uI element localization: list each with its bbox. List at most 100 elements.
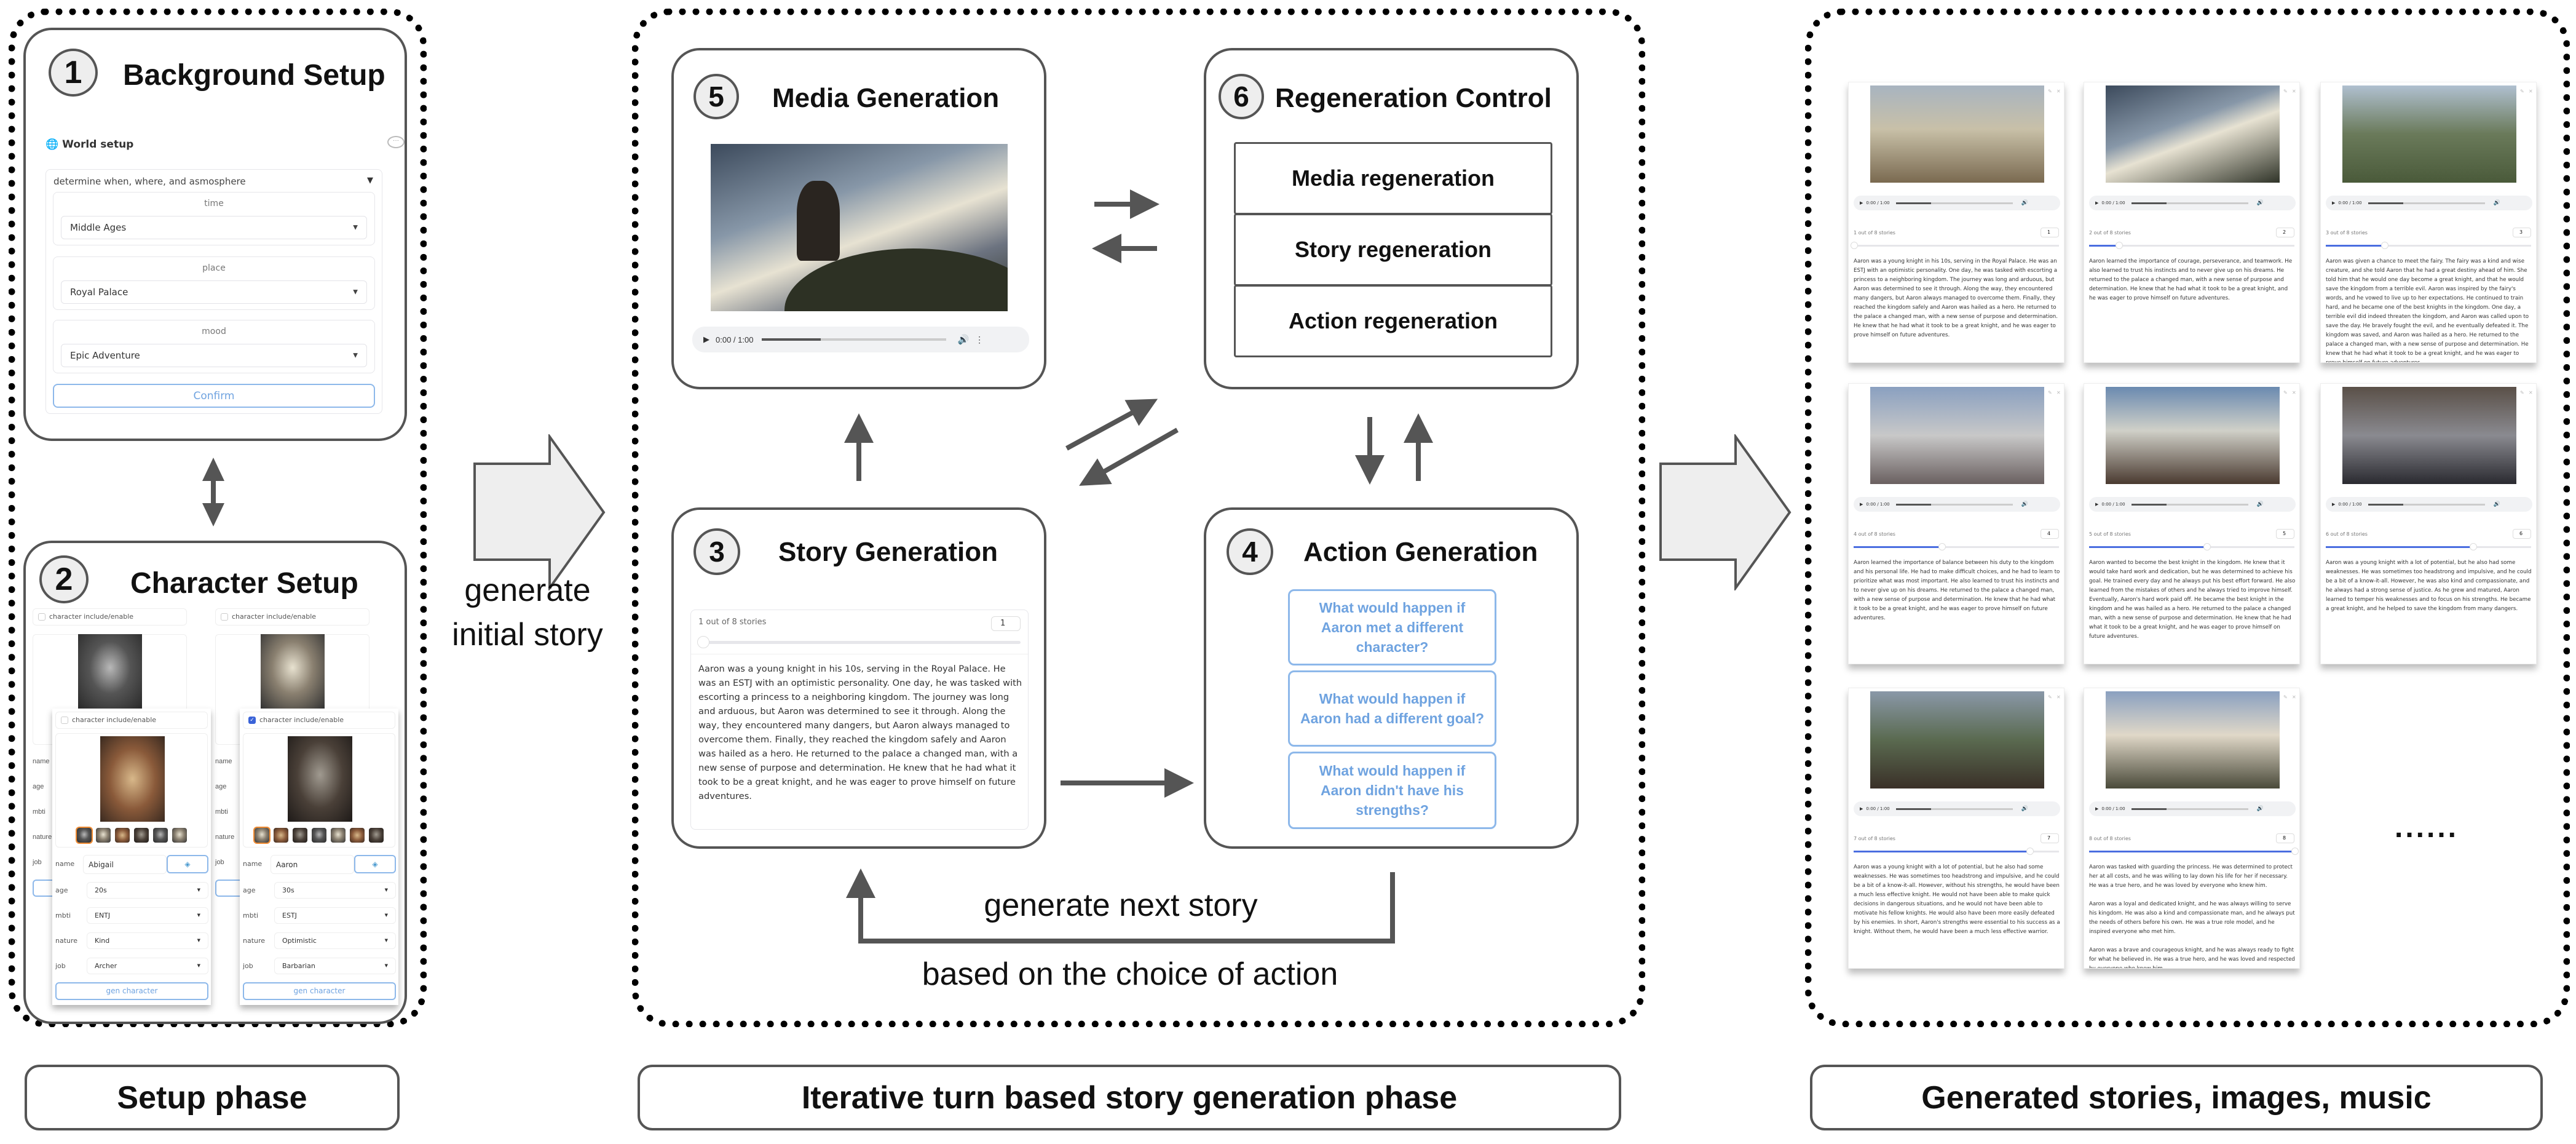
- audio-progress-bar[interactable]: [2131, 202, 2248, 204]
- more-options-icon[interactable]: ⋮: [975, 334, 984, 344]
- story-index-input[interactable]: 7: [2041, 833, 2059, 843]
- checkbox[interactable]: [61, 717, 68, 724]
- audio-progress-bar[interactable]: [1895, 202, 2013, 204]
- close-icon[interactable]: ✕: [2292, 390, 2296, 395]
- character-thumbnail[interactable]: [152, 828, 168, 843]
- gen-character-button[interactable]: gen character: [55, 982, 208, 1000]
- play-icon[interactable]: ▶: [2332, 201, 2336, 205]
- age-select[interactable]: 30s▼: [274, 882, 396, 899]
- character-thumbnail[interactable]: [369, 828, 384, 843]
- audio-player[interactable]: ▶0:00 / 1:00🔊: [1854, 497, 2060, 512]
- close-icon[interactable]: ✕: [2056, 694, 2061, 700]
- play-icon[interactable]: ▶: [2095, 502, 2099, 507]
- action-option-3[interactable]: What would happen if Aaron didn't have h…: [1288, 752, 1496, 829]
- story-index-input[interactable]: 1: [991, 616, 1021, 631]
- name-input[interactable]: Aaron: [271, 855, 354, 874]
- character-thumbnail[interactable]: [172, 828, 187, 843]
- volume-icon[interactable]: 🔊: [957, 335, 970, 345]
- story-index-input[interactable]: 6: [2513, 529, 2531, 539]
- character-thumbnail[interactable]: [274, 828, 288, 843]
- volume-icon[interactable]: 🔊: [2493, 501, 2500, 507]
- edit-icon[interactable]: ✎: [2283, 390, 2288, 395]
- mbti-select[interactable]: ENTJ▼: [87, 907, 208, 924]
- action-option-2[interactable]: What would happen if Aaron had a differe…: [1288, 670, 1496, 747]
- close-icon[interactable]: ✕: [2056, 89, 2061, 94]
- audio-progress-bar[interactable]: [2131, 808, 2248, 810]
- edit-icon[interactable]: ✎: [2048, 89, 2052, 94]
- checkbox[interactable]: [38, 613, 45, 621]
- character-enable-row[interactable]: character include/enable: [215, 608, 369, 626]
- slider-thumb[interactable]: [2469, 543, 2477, 550]
- edit-icon[interactable]: ✎: [2520, 89, 2524, 94]
- play-icon[interactable]: ▶: [1860, 201, 1863, 205]
- volume-icon[interactable]: 🔊: [2256, 200, 2264, 206]
- story-slider[interactable]: [1854, 848, 2059, 855]
- slider-thumb[interactable]: [2381, 242, 2389, 249]
- story-index-input[interactable]: 1: [2041, 228, 2059, 237]
- close-icon[interactable]: ✕: [2529, 390, 2533, 395]
- audio-player[interactable]: ▶0:00 / 1:00🔊: [2089, 497, 2296, 512]
- random-name-button[interactable]: ◈: [167, 855, 208, 873]
- audio-player[interactable]: ▶0:00 / 1:00🔊: [2089, 196, 2296, 210]
- slider-thumb[interactable]: [2291, 848, 2299, 855]
- play-icon[interactable]: ▶: [703, 335, 709, 344]
- age-select[interactable]: 20s▼: [87, 882, 208, 899]
- story-index-input[interactable]: 3: [2513, 228, 2531, 237]
- character-thumbnail[interactable]: [75, 827, 93, 844]
- collapse-triangle-icon[interactable]: ▼: [367, 176, 373, 185]
- audio-player[interactable]: ▶0:00 / 1:00🔊: [1854, 801, 2060, 816]
- character-thumbnail[interactable]: [350, 828, 365, 843]
- place-select[interactable]: Royal Palace▼: [61, 280, 367, 304]
- character-thumbnail[interactable]: [253, 827, 271, 844]
- audio-progress-bar[interactable]: [762, 338, 947, 341]
- character-thumbnail[interactable]: [114, 828, 130, 843]
- play-icon[interactable]: ▶: [2095, 806, 2099, 811]
- character-thumbnail[interactable]: [293, 828, 307, 843]
- story-slider[interactable]: [1851, 242, 2059, 249]
- character-thumbnail[interactable]: [133, 828, 149, 843]
- nature-select[interactable]: Kind▼: [87, 932, 208, 949]
- name-input[interactable]: Abigail: [83, 855, 167, 874]
- volume-icon[interactable]: 🔊: [2021, 806, 2028, 812]
- story-slider[interactable]: [2089, 543, 2294, 550]
- volume-icon[interactable]: 🔊: [2493, 200, 2500, 206]
- audio-player[interactable]: ▶ 0:00 / 1:00 🔊 ⋮: [692, 327, 1029, 352]
- edit-icon[interactable]: ✎: [2520, 390, 2524, 395]
- character-enable-row[interactable]: character include/enable: [55, 712, 208, 729]
- audio-progress-bar[interactable]: [2131, 503, 2248, 506]
- audio-player[interactable]: ▶0:00 / 1:00🔊: [2089, 801, 2296, 816]
- play-icon[interactable]: ▶: [2332, 502, 2336, 507]
- story-index-input[interactable]: 8: [2276, 833, 2294, 843]
- volume-icon[interactable]: 🔊: [2256, 806, 2264, 812]
- action-regeneration-button[interactable]: Action regeneration: [1234, 285, 1552, 357]
- slider-thumb[interactable]: [1851, 242, 1858, 249]
- story-index-input[interactable]: 5: [2276, 529, 2294, 539]
- story-slider[interactable]: [697, 636, 1021, 648]
- volume-icon[interactable]: 🔊: [2021, 501, 2028, 507]
- gen-character-button[interactable]: gen character: [243, 982, 396, 1000]
- character-enable-row[interactable]: character include/enable: [33, 608, 187, 626]
- slider-thumb[interactable]: [2026, 848, 2034, 855]
- confirm-button[interactable]: Confirm: [53, 384, 375, 408]
- audio-progress-bar[interactable]: [2368, 503, 2485, 506]
- edit-icon[interactable]: ✎: [2048, 694, 2052, 700]
- slider-thumb[interactable]: [2203, 543, 2211, 550]
- nature-select[interactable]: Optimistic▼: [274, 932, 396, 949]
- audio-player[interactable]: ▶0:00 / 1:00🔊: [2326, 497, 2532, 512]
- edit-icon[interactable]: ✎: [2283, 694, 2288, 700]
- story-index-input[interactable]: 4: [2041, 529, 2059, 539]
- story-slider[interactable]: [2326, 543, 2531, 550]
- audio-progress-bar[interactable]: [1895, 808, 2013, 810]
- volume-icon[interactable]: 🔊: [2021, 200, 2028, 206]
- chat-bubble-icon[interactable]: ···: [387, 136, 405, 148]
- story-slider[interactable]: [2089, 242, 2294, 249]
- mbti-select[interactable]: ESTJ▼: [274, 907, 396, 924]
- story-regeneration-button[interactable]: Story regeneration: [1234, 213, 1552, 286]
- story-index-input[interactable]: 2: [2276, 228, 2294, 237]
- play-icon[interactable]: ▶: [2095, 201, 2099, 205]
- close-icon[interactable]: ✕: [2292, 694, 2296, 700]
- accordion-header[interactable]: determine when, where, and asmosphere: [53, 176, 246, 187]
- slider-thumb[interactable]: [697, 636, 709, 648]
- play-icon[interactable]: ▶: [1860, 502, 1863, 507]
- time-select[interactable]: Middle Ages▼: [61, 216, 367, 239]
